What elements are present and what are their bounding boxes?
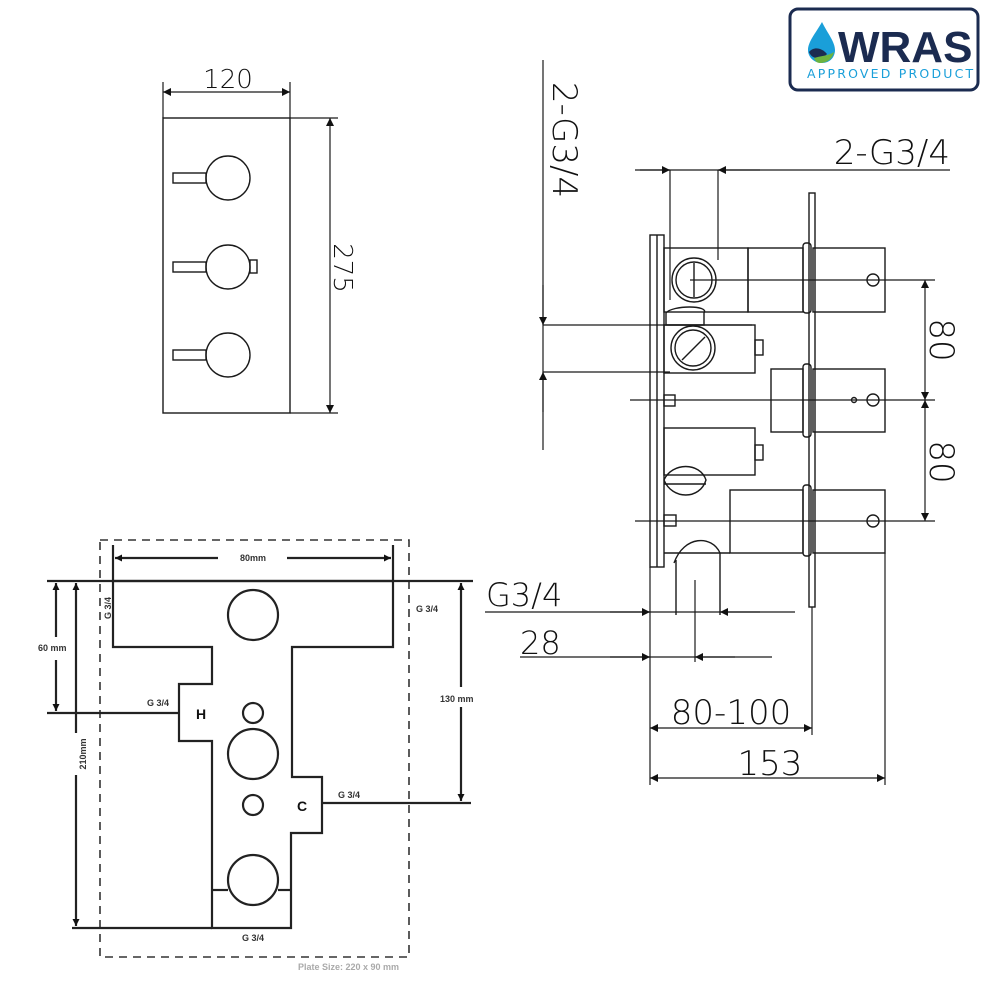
total-depth-label: 153 [738,744,803,784]
front-height-label: 275 [327,243,357,293]
bottom-port-label: G 3/4 [242,933,264,943]
outlet-offset-label: 28 [520,624,561,662]
water-drop-icon [808,22,835,63]
side-view: 2-G3/4 2-G3/4 80 80 G3/4 28 80-100 153 [485,60,961,785]
knob-top [172,155,251,201]
front-view: 120 275 [162,65,357,414]
knob-bottom [172,332,251,378]
plan-width-label: 80mm [240,553,266,563]
knob-middle [172,244,258,290]
cold-port-label: G 3/4 [338,790,360,800]
upper-spacing-label: 80 [921,318,961,361]
top-left-port-label: G 3/4 [103,597,113,619]
cold-letter: C [297,798,307,814]
depth-range-label: 80-100 [671,693,791,733]
bottom-outlet-label: G3/4 [486,576,562,614]
wras-brand-text: WRAS [838,23,972,72]
total-height-label: 210mm [78,738,88,769]
hot-height-label: 60 mm [38,643,67,653]
lower-spacing-label: 80 [921,440,961,483]
top-right-port-label: G 3/4 [416,604,438,614]
plate-size-label: Plate Size: 220 x 90 mm [298,962,399,972]
side-outlets-label: 2-G3/4 [544,82,584,198]
plaster-guard-template: 80mm 60 mm 210mm 130 mm G 3/4 G 3/4 G 3/… [38,539,474,972]
hot-port-label: G 3/4 [147,698,169,708]
top-outlets-label: 2-G3/4 [834,133,950,173]
wras-approved-badge: WRAS APPROVED PRODUCT [788,7,980,92]
approved-product-text: APPROVED PRODUCT [807,66,975,81]
front-width-label: 120 [203,65,253,95]
cold-height-label: 130 mm [440,694,474,704]
hot-letter: H [196,706,206,722]
